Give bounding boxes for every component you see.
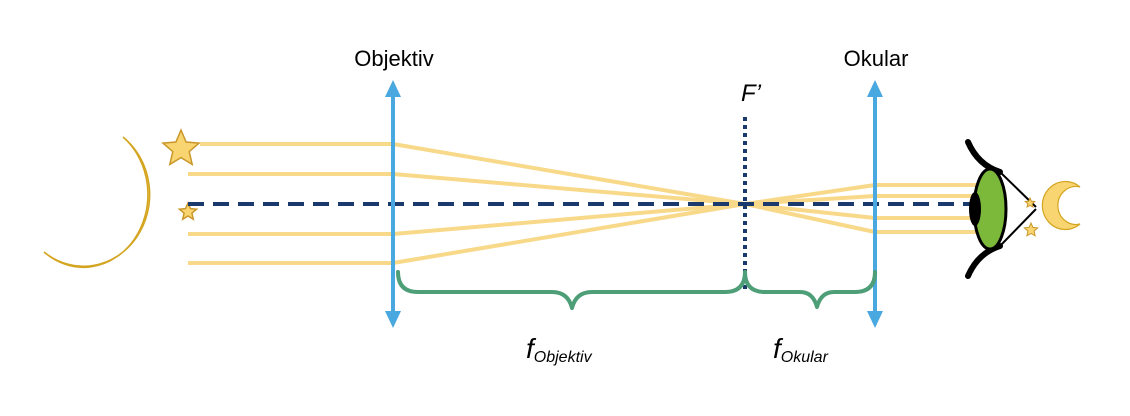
eyelid-lower [965, 243, 1003, 279]
refracted-rays [392, 142, 990, 265]
pupil [969, 192, 981, 226]
objective-label: Objektiv [354, 46, 433, 71]
eye-icon [965, 139, 1037, 279]
star-icon [177, 201, 199, 221]
f-objective-label: fObjektiv [526, 333, 593, 366]
star-icon [1023, 221, 1039, 237]
star-icon [1023, 196, 1037, 209]
focal-point-label: F’ [741, 80, 762, 107]
small-moon-stars-icon [1023, 180, 1081, 237]
f-eyepiece-symbol: f [773, 333, 784, 364]
ray [392, 142, 990, 234]
crescent-moon-icon [43, 136, 151, 269]
ray [392, 194, 990, 236]
f-objective-symbol: f [526, 333, 537, 364]
f-objective-subscript: Objektiv [534, 349, 593, 366]
ray [392, 183, 990, 265]
f-eyepiece-label: fOkular [773, 333, 829, 366]
arrow-up-icon [867, 80, 883, 97]
eyepiece-focal-brace [743, 270, 877, 309]
arrow-up-icon [385, 80, 401, 97]
objective-focal-brace [396, 270, 747, 310]
star-icon [161, 128, 201, 166]
focal-length-braces [396, 270, 877, 310]
objective-lens [385, 80, 401, 328]
arrow-down-icon [867, 311, 883, 328]
ray [392, 172, 990, 220]
moon-stars-icon [43, 128, 201, 269]
eyelid-upper [965, 139, 1003, 175]
incoming-rays [188, 142, 393, 265]
f-eyepiece-subscript: Okular [781, 349, 829, 366]
arrow-down-icon [385, 311, 401, 328]
crescent-moon-icon [1041, 180, 1081, 231]
eyepiece-label: Okular [844, 46, 909, 71]
